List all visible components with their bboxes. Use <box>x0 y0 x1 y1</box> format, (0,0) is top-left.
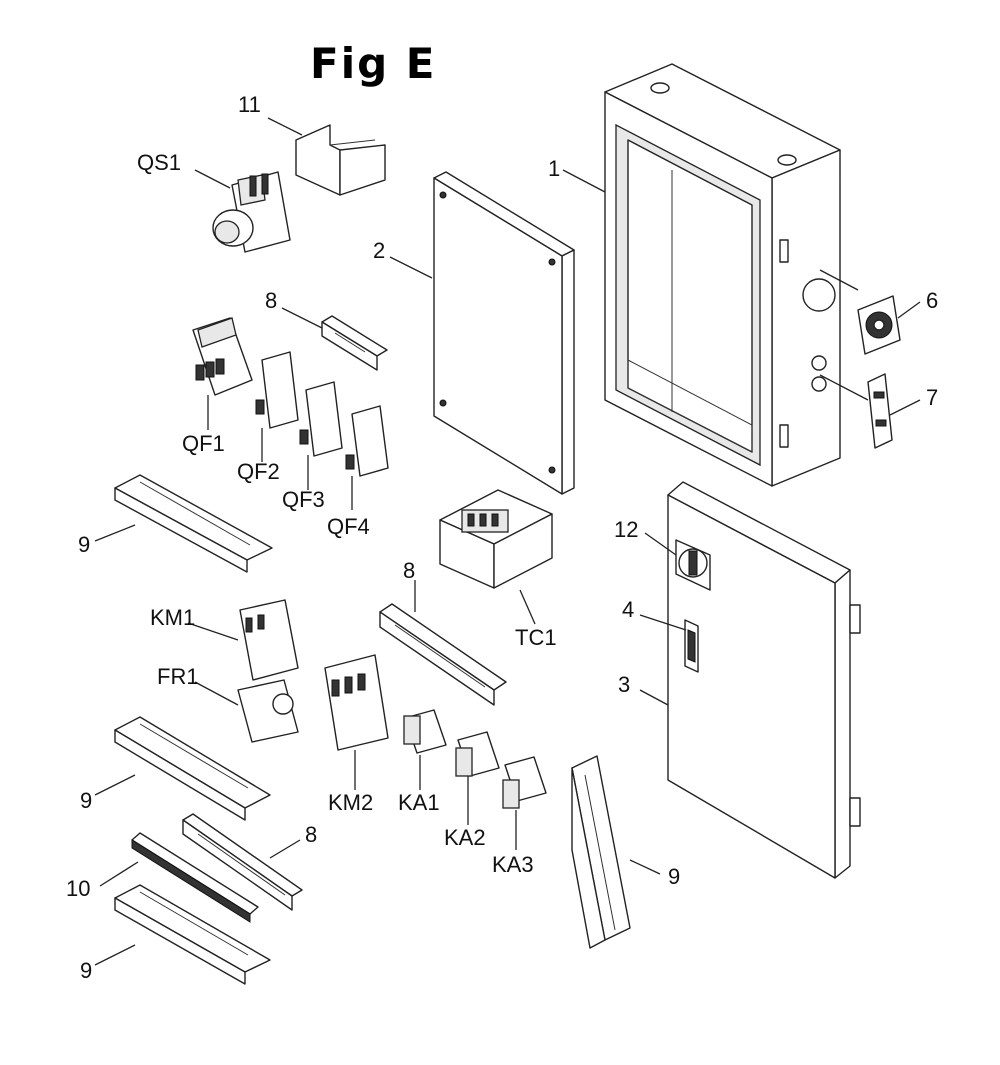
label-1: 1 <box>548 156 560 181</box>
label-8-middle: 8 <box>403 558 415 583</box>
label-6: 6 <box>926 288 938 313</box>
breaker-qf4 <box>345 405 389 477</box>
label-3: 3 <box>618 672 630 697</box>
label-ka2: KA2 <box>444 825 486 850</box>
enclosure-door <box>667 481 861 879</box>
label-9-second: 9 <box>80 788 92 813</box>
overload-relay-fr1 <box>237 679 299 743</box>
label-8-bottom: 8 <box>305 822 317 847</box>
din-rail-top <box>321 315 388 371</box>
label-10: 10 <box>66 876 90 901</box>
contactor-km2 <box>324 654 389 751</box>
leader-lines <box>94 117 921 966</box>
din-rail-middle <box>379 603 507 706</box>
part-labels: 11 QS1 2 1 8 QF1 QF2 QF3 QF4 9 8 TC1 KM1… <box>66 92 938 983</box>
terminal-strip <box>131 832 259 923</box>
wire-duct-3 <box>114 884 271 985</box>
label-qf4: QF4 <box>327 514 370 539</box>
contactor-km1 <box>239 599 299 681</box>
mounting-panel <box>433 171 575 495</box>
wire-duct-vertical <box>571 755 631 949</box>
relay-ka1 <box>403 709 447 754</box>
label-ka3: KA3 <box>492 852 534 877</box>
relay-ka2 <box>455 731 500 777</box>
label-qf1: QF1 <box>182 431 225 456</box>
label-fr1: FR1 <box>157 664 199 689</box>
din-rail-bottom <box>182 813 303 911</box>
main-switch <box>212 171 291 253</box>
enclosure-box <box>604 63 841 487</box>
label-7: 7 <box>926 385 938 410</box>
relay-ka3 <box>502 756 547 809</box>
door-window <box>684 619 699 673</box>
label-tc1: TC1 <box>515 625 557 650</box>
breaker-qf3 <box>299 381 343 457</box>
bracket <box>295 124 386 196</box>
label-12: 12 <box>614 517 638 542</box>
label-km2: KM2 <box>328 790 373 815</box>
transformer <box>439 489 553 589</box>
label-9-first: 9 <box>78 532 90 557</box>
figure-title: Fig E <box>310 39 436 88</box>
wire-duct-2 <box>114 716 271 821</box>
label-4: 4 <box>622 597 634 622</box>
breaker-qf1 <box>192 317 253 396</box>
label-9-third: 9 <box>80 958 92 983</box>
label-9-vertical: 9 <box>668 864 680 889</box>
label-qf2: QF2 <box>237 459 280 484</box>
label-8-top: 8 <box>265 288 277 313</box>
receptacle <box>867 373 893 449</box>
label-km1: KM1 <box>150 605 195 630</box>
breaker-qf2 <box>255 351 299 429</box>
label-qs1: QS1 <box>137 150 181 175</box>
fan-filter <box>857 295 901 355</box>
wire-duct-1 <box>114 474 273 573</box>
label-2: 2 <box>373 238 385 263</box>
label-qf3: QF3 <box>282 487 325 512</box>
label-11: 11 <box>238 92 261 117</box>
label-ka1: KA1 <box>398 790 440 815</box>
door-disconnect-handle <box>675 539 711 591</box>
